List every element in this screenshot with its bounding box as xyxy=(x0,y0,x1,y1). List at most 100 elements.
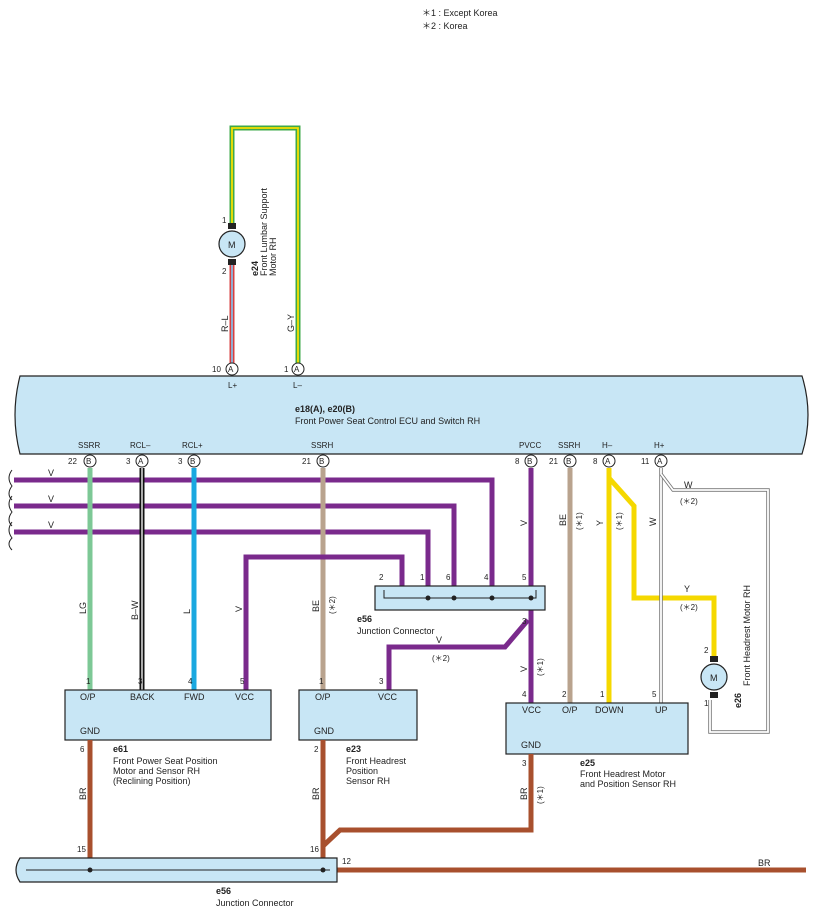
wire-label-y: Y xyxy=(595,520,605,526)
wire-label-br: BR xyxy=(311,787,321,800)
wire-note-1: (＊1) xyxy=(575,512,584,530)
wire-label-v: V xyxy=(519,666,529,672)
pin-label: L+ xyxy=(228,381,237,390)
junction-pin: 16 xyxy=(310,845,319,854)
e61-pin: 1 xyxy=(86,677,91,686)
wire-label-br: BR xyxy=(78,787,88,800)
pin-number: 3 xyxy=(178,457,183,466)
wire-label-gy: G–Y xyxy=(286,314,296,332)
wire-label-be: BE xyxy=(311,600,321,612)
wire-labels: LG B–W L V BE (＊2) V BE (＊1) Y (＊1) W W … xyxy=(78,480,698,676)
e61-gnd-pin: 6 xyxy=(80,745,85,754)
wire-label-v: V xyxy=(48,494,54,504)
junction-pin: 12 xyxy=(342,857,351,866)
e25-pin: 1 xyxy=(600,690,605,699)
e23-name-2: Position xyxy=(346,766,378,776)
e26-symbol: M xyxy=(710,673,718,683)
ecu-bottom-wires xyxy=(87,468,770,734)
legend-note-2: ＊2 : Korea xyxy=(422,21,468,31)
pin-conn: A xyxy=(138,457,144,466)
wire-note-1: (＊1) xyxy=(536,658,545,676)
ecu-box: e18(A), e20(B) Front Power Seat Control … xyxy=(14,375,809,455)
e25-pin: 2 xyxy=(562,690,567,699)
e23-gnd: GND xyxy=(314,726,335,736)
pin-label: RCL+ xyxy=(182,441,203,450)
wire-label-lg: LG xyxy=(78,602,88,614)
wire-label-rl: R–L xyxy=(220,315,230,332)
lumbar-pin-top: 1 xyxy=(222,216,227,225)
e23-name-3: Sensor RH xyxy=(346,776,390,786)
wire-note-2: (＊2) xyxy=(328,596,337,614)
pin-conn: B xyxy=(527,457,532,466)
ecu-code: e18(A), e20(B) xyxy=(295,404,355,414)
wire-label-v: V xyxy=(48,520,54,530)
e23-pin: 3 xyxy=(379,677,384,686)
lumbar-motor-name-2: Motor RH xyxy=(268,237,278,276)
e61-gnd: GND xyxy=(80,726,101,736)
junction-pin: 6 xyxy=(446,573,451,582)
legend: ＊1 : Except Korea ＊2 : Korea xyxy=(422,8,498,31)
lumbar-wires xyxy=(229,125,301,364)
e26-code: e26 xyxy=(733,693,743,708)
lumbar-pin-bottom: 2 xyxy=(222,267,227,276)
lumbar-motor-code: e24 xyxy=(250,261,260,276)
junction-pin: 15 xyxy=(77,845,86,854)
motor-icon xyxy=(700,663,728,691)
junction-mid-name: Junction Connector xyxy=(357,626,435,636)
wire-note-2: (＊2) xyxy=(432,654,450,663)
pin-conn: B xyxy=(566,457,571,466)
junction-connector-bottom: 15 16 12 e56 Junction Connector xyxy=(15,845,351,908)
e61-terminal: O/P xyxy=(80,692,96,702)
pin-conn: A xyxy=(228,365,234,374)
wire-label-v: V xyxy=(519,520,529,526)
pin-number: 21 xyxy=(549,457,558,466)
lumbar-motor-name-1: Front Lumbar Support xyxy=(259,187,269,276)
e25-pin: 4 xyxy=(522,690,527,699)
e25-terminal: UP xyxy=(655,705,668,715)
pin-number: 10 xyxy=(212,365,221,374)
pin-label: RCL– xyxy=(130,441,151,450)
e23-terminal: VCC xyxy=(378,692,398,702)
pin-conn: B xyxy=(319,457,324,466)
pin-label: H+ xyxy=(654,441,665,450)
ecu-bottom-pins: B 22 SSRR A 3 RCL– B 3 RCL+ B 21 SSRH B … xyxy=(68,441,668,468)
e61-pin: 4 xyxy=(188,677,193,686)
pin-conn: A xyxy=(294,365,300,374)
e61-pin: 5 xyxy=(240,677,245,686)
e23-pin: 1 xyxy=(319,677,324,686)
e25-gnd-pin: 3 xyxy=(522,759,527,768)
lumbar-motor-symbol: M xyxy=(228,240,236,250)
wire-note-1: (＊1) xyxy=(536,786,545,804)
e61-terminal: FWD xyxy=(184,692,205,702)
wire-label-w: W xyxy=(684,480,693,490)
pin-label: PVCC xyxy=(519,441,541,450)
pin-label: L– xyxy=(293,381,302,390)
pin-number: 21 xyxy=(302,457,311,466)
component-e25: 4 2 1 5 VCC O/P DOWN UP GND 3 e25 Front … xyxy=(505,690,689,789)
wire-label-l: L xyxy=(182,609,192,614)
wire-note-2: (＊2) xyxy=(680,603,698,612)
pin-number: 1 xyxy=(284,365,289,374)
wire-label-v: V xyxy=(48,468,54,478)
e61-name-3: (Reclining Position) xyxy=(113,776,191,786)
e26-pin-top: 2 xyxy=(704,646,709,655)
ground-wires: BR BR BR (＊1) BR xyxy=(78,740,806,873)
junction-bottom-code: e56 xyxy=(216,886,231,896)
wire-label-br: BR xyxy=(519,787,529,800)
ecu-top-pins: A 10 L+ A 1 L– xyxy=(212,362,305,390)
component-e61: 1 3 4 5 O/P BACK FWD VCC GND 6 e61 Front… xyxy=(64,677,272,786)
e23-name-1: Front Headrest xyxy=(346,756,407,766)
pin-label: H– xyxy=(602,441,613,450)
wire-label-v: V xyxy=(436,635,442,645)
pin-number: 11 xyxy=(641,457,650,466)
pin-number: 8 xyxy=(593,457,598,466)
wire-note-2: (＊2) xyxy=(680,497,698,506)
pin-label: SSRH xyxy=(558,441,580,450)
e26-pin-bottom: 1 xyxy=(704,699,709,708)
e25-name-1: Front Headrest Motor xyxy=(580,769,666,779)
e25-terminal: DOWN xyxy=(595,705,624,715)
lumbar-motor: M 1 2 e24 Front Lumbar Support Motor RH … xyxy=(218,187,296,332)
e61-pin: 3 xyxy=(138,677,143,686)
junction-mid-code: e56 xyxy=(357,614,372,624)
